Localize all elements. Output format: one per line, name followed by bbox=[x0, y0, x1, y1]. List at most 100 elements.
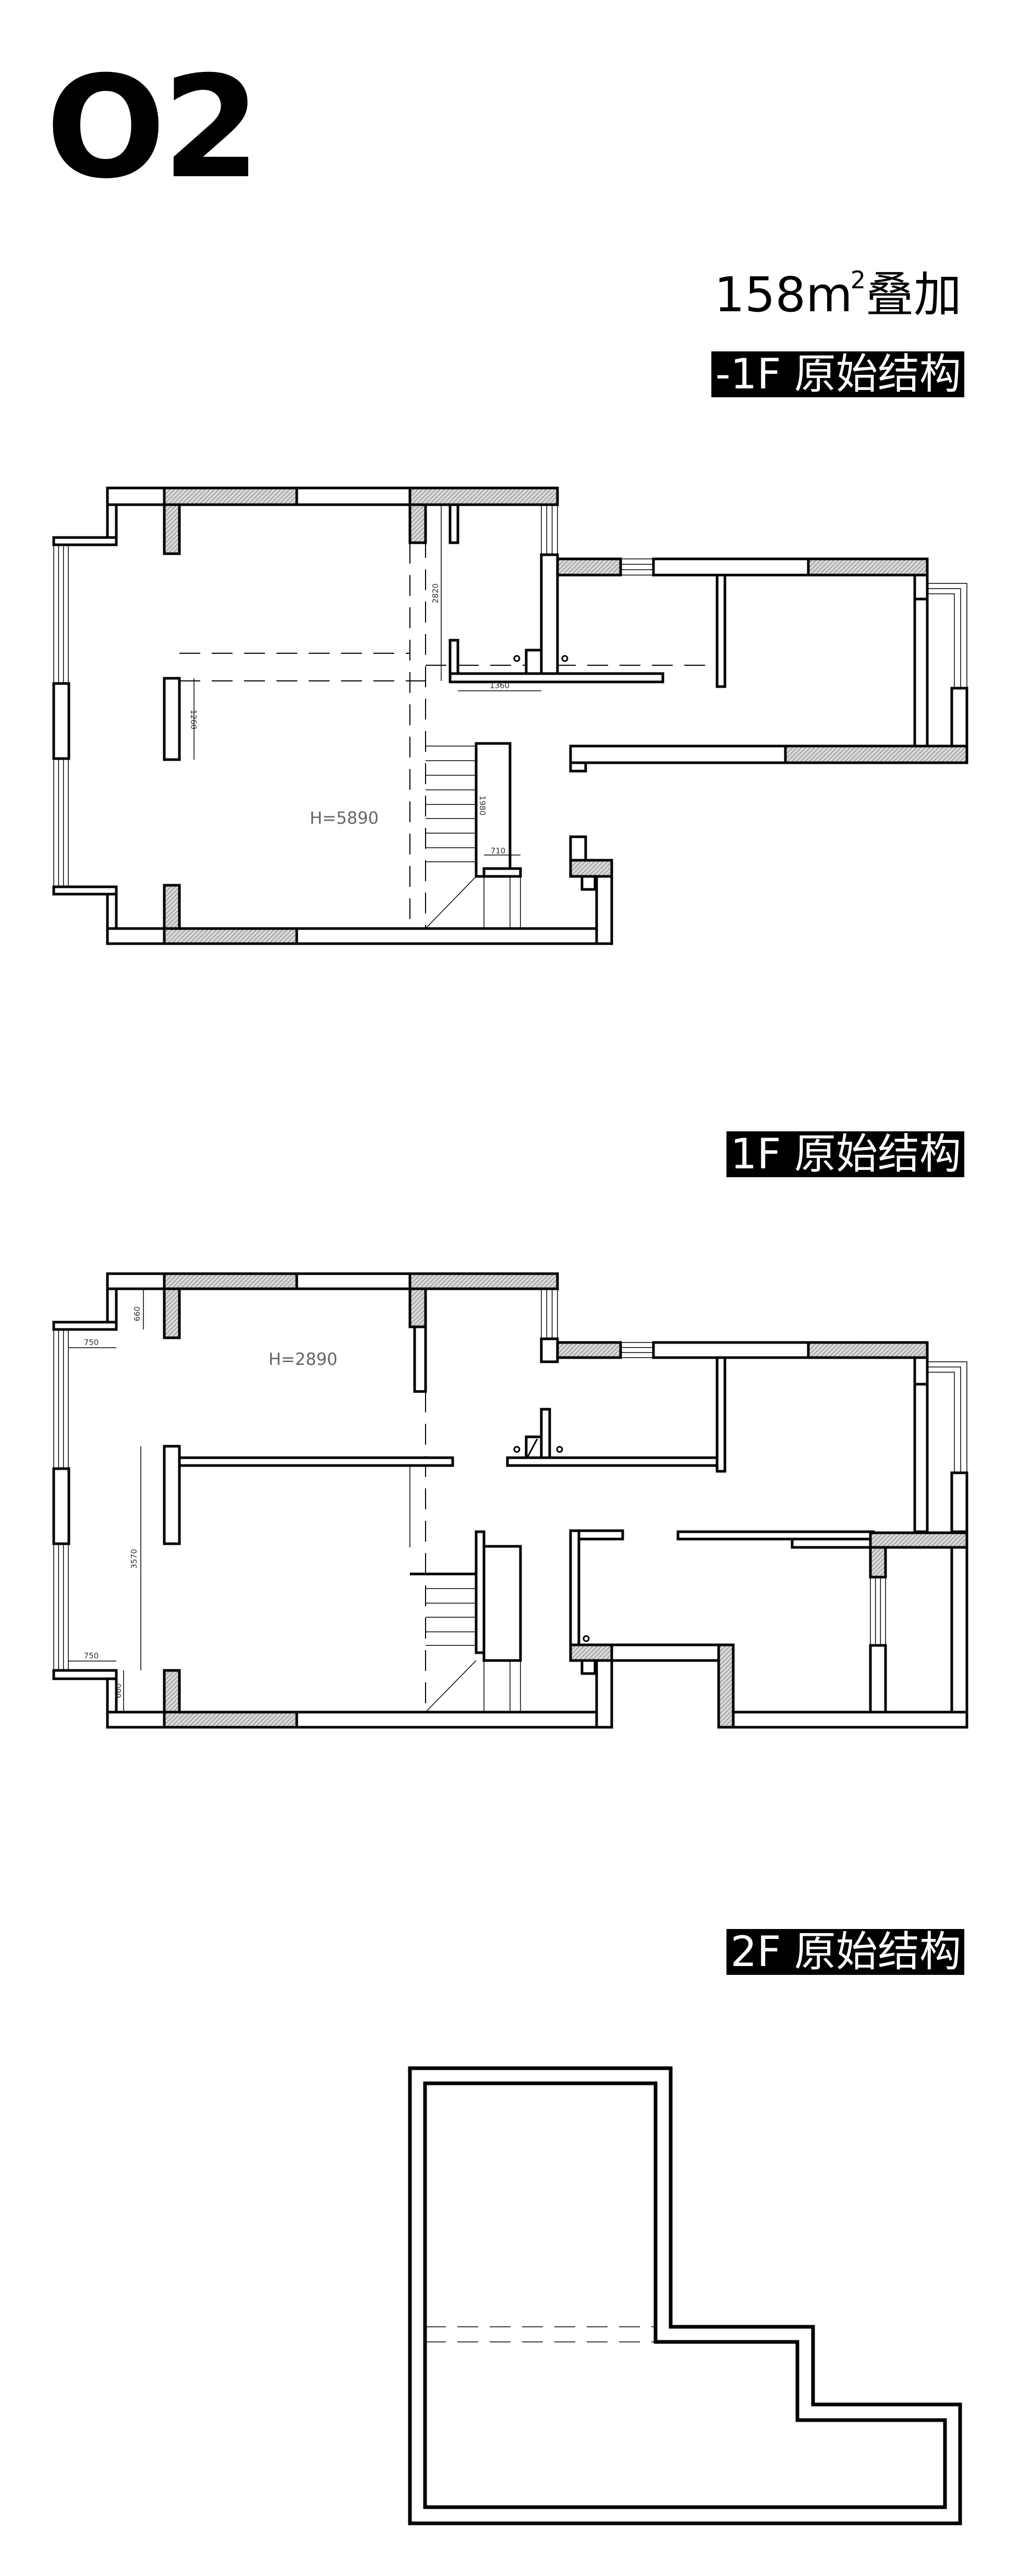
dimension-label: 660 bbox=[114, 1683, 123, 1699]
wall bbox=[569, 761, 587, 773]
window bbox=[927, 1372, 955, 1473]
wall bbox=[580, 1659, 597, 1675]
wall bbox=[950, 687, 968, 748]
wall bbox=[482, 1545, 522, 1662]
structural-wall bbox=[408, 1287, 427, 1328]
wall bbox=[52, 536, 118, 546]
wall bbox=[913, 1356, 929, 1386]
wall bbox=[525, 649, 543, 675]
window bbox=[927, 583, 967, 688]
wall bbox=[913, 597, 929, 748]
wall bbox=[413, 1325, 427, 1393]
drain-pipe-icon bbox=[583, 1635, 590, 1642]
dimension-label: 750 bbox=[84, 1651, 99, 1661]
wall bbox=[913, 573, 929, 601]
wall bbox=[569, 835, 587, 862]
stair-step bbox=[425, 1660, 477, 1713]
wall bbox=[732, 1711, 968, 1729]
wall bbox=[716, 1356, 726, 1473]
wall bbox=[913, 1383, 929, 1533]
structural-wall bbox=[163, 1287, 181, 1339]
wall bbox=[950, 1546, 968, 1729]
plan-title: O2 bbox=[46, 45, 260, 210]
dimension-label: 660 bbox=[132, 1307, 142, 1322]
wall bbox=[595, 1659, 613, 1729]
structural-wall bbox=[408, 486, 559, 506]
wall bbox=[295, 1711, 598, 1729]
dimension-label: 750 bbox=[84, 1338, 99, 1347]
wall bbox=[569, 1529, 580, 1646]
wall bbox=[652, 1341, 810, 1359]
wall bbox=[449, 503, 459, 544]
ceiling-height-label: H=2890 bbox=[269, 1349, 337, 1369]
area-label: 158m2叠加 bbox=[714, 268, 962, 319]
wall bbox=[178, 1456, 454, 1467]
dimension-label: 3570 bbox=[129, 1549, 139, 1569]
wall bbox=[610, 1643, 720, 1662]
wall bbox=[652, 557, 810, 577]
wall bbox=[106, 1711, 166, 1729]
wall bbox=[540, 553, 559, 675]
floor-label-b1: -1F 原始结构 bbox=[711, 351, 964, 397]
wall bbox=[106, 1272, 166, 1290]
structural-wall bbox=[784, 744, 968, 764]
wall bbox=[950, 1471, 968, 1533]
door-swing bbox=[527, 1438, 538, 1457]
wall bbox=[716, 573, 726, 688]
wall bbox=[569, 744, 787, 764]
structural-wall bbox=[163, 1272, 298, 1290]
ceiling-height-label: H=5890 bbox=[310, 808, 379, 828]
window bbox=[927, 593, 955, 688]
wall bbox=[295, 1272, 411, 1290]
wall bbox=[449, 672, 664, 683]
structural-wall bbox=[408, 1272, 559, 1290]
wall bbox=[52, 682, 70, 760]
outer-wall-line bbox=[408, 2066, 962, 2525]
structural-wall bbox=[717, 1643, 735, 1729]
wall bbox=[449, 639, 459, 675]
area-unit: m bbox=[806, 267, 853, 323]
structural-wall bbox=[408, 503, 427, 544]
structural-wall bbox=[163, 1711, 298, 1729]
window bbox=[927, 1366, 961, 1473]
wall bbox=[52, 1467, 70, 1545]
wall bbox=[163, 1445, 181, 1545]
drain-pipe-icon bbox=[561, 655, 568, 662]
area-suffix: 叠加 bbox=[865, 267, 962, 323]
structural-wall bbox=[807, 557, 929, 577]
structural-wall bbox=[807, 1341, 929, 1359]
wall bbox=[295, 927, 598, 945]
dimension-label: 1360 bbox=[490, 681, 510, 690]
drain-pipe-icon bbox=[513, 655, 520, 662]
wall bbox=[540, 1408, 551, 1459]
wall bbox=[295, 486, 411, 506]
window bbox=[927, 588, 961, 688]
wall bbox=[580, 875, 597, 891]
structural-wall bbox=[569, 1643, 613, 1662]
drain-pipe-icon bbox=[513, 1446, 520, 1453]
dimension-label: 1260 bbox=[189, 710, 198, 729]
plan-first-floor: H=2890 660 750 3570 750 660 bbox=[52, 1272, 968, 1729]
window bbox=[927, 1361, 967, 1473]
area-unit-sup: 2 bbox=[850, 266, 866, 294]
wall bbox=[163, 677, 181, 761]
structural-wall bbox=[869, 1546, 887, 1579]
dimension-label: 2820 bbox=[431, 583, 440, 603]
wall bbox=[52, 1321, 118, 1331]
wall bbox=[52, 1669, 118, 1680]
inner-wall-line bbox=[423, 2081, 947, 2509]
structural-wall bbox=[163, 503, 181, 555]
wall bbox=[106, 927, 166, 945]
wall bbox=[52, 885, 118, 896]
structural-wall bbox=[556, 557, 622, 577]
wall bbox=[106, 486, 166, 506]
dimension-label: 1980 bbox=[478, 796, 487, 815]
floor-label-2f: 2F 原始结构 bbox=[726, 1929, 964, 1975]
structural-wall bbox=[869, 1531, 968, 1549]
stair-step bbox=[425, 876, 477, 929]
structural-wall bbox=[569, 859, 613, 878]
structural-wall bbox=[163, 884, 181, 930]
